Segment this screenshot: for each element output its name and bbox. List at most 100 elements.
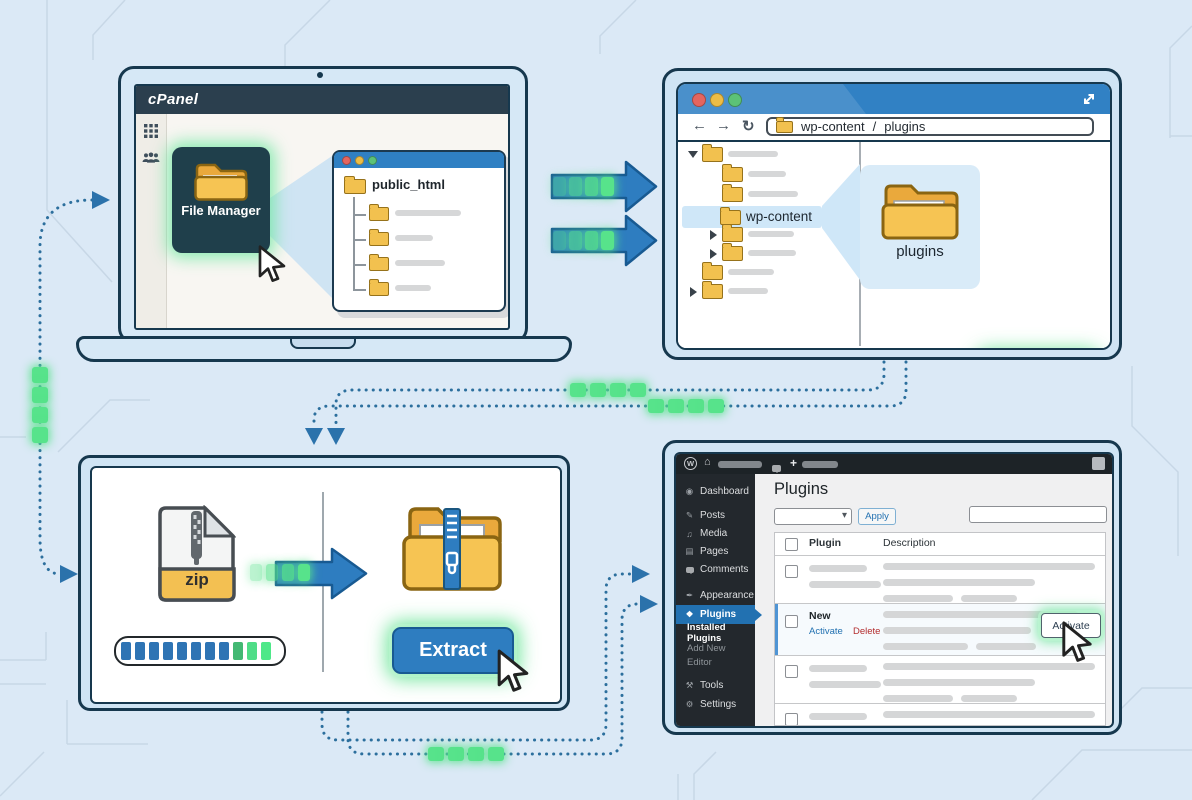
data-dash	[569, 177, 582, 196]
sidebar-item-comments[interactable]: Comments	[676, 560, 755, 579]
apply-button-label: Apply	[865, 511, 889, 522]
placeholder-bar	[809, 665, 867, 672]
sidebar-subitem-add-new[interactable]: Add New	[676, 641, 755, 655]
home-icon[interactable]: ⌂	[704, 456, 711, 468]
caret-right-icon[interactable]	[690, 287, 697, 297]
folder-icon[interactable]	[368, 278, 389, 296]
data-dash	[298, 564, 310, 581]
tools-icon: ⚒	[685, 680, 694, 690]
back-icon[interactable]: ←	[692, 117, 707, 134]
traffic-light-green[interactable]	[728, 93, 742, 107]
subitem-label: Editor	[687, 656, 712, 668]
connector-left	[38, 198, 94, 576]
folder-icon[interactable]	[368, 228, 389, 246]
traffic-light-red[interactable]	[342, 156, 351, 165]
row-checkbox[interactable]	[785, 665, 798, 678]
cpanel-header: cPanel	[136, 86, 508, 114]
cpanel-screen: cPanel	[134, 84, 510, 330]
avatar[interactable]	[1092, 457, 1105, 470]
sidebar-item-plugins[interactable]: ❖ Plugins	[676, 605, 762, 624]
users-icon[interactable]	[142, 152, 160, 165]
sidebar-item-pages[interactable]: ▤ Pages	[676, 542, 755, 561]
folder-icon[interactable]	[368, 253, 389, 271]
chevron-down-icon: ▾	[841, 510, 847, 521]
data-dash	[585, 177, 598, 196]
data-dash	[668, 399, 684, 413]
traffic-light-green[interactable]	[368, 156, 377, 165]
placeholder-bar	[809, 713, 867, 720]
sidebar-item-settings[interactable]: ⚙ Settings	[676, 695, 755, 714]
data-dash	[428, 747, 444, 761]
placeholder-bar	[883, 579, 1035, 586]
comments-icon[interactable]	[772, 465, 781, 473]
delete-link[interactable]: Delete	[853, 626, 881, 637]
tree-row-selected[interactable]	[682, 206, 822, 228]
apply-button[interactable]: Apply	[858, 508, 896, 525]
folder-icon[interactable]	[721, 183, 743, 202]
caret-right-icon[interactable]	[710, 230, 717, 240]
sidebar-item-dashboard[interactable]: ◉ Dashboard	[676, 482, 755, 501]
root-folder-label[interactable]: public_html	[372, 177, 445, 192]
row-divider	[775, 555, 1105, 556]
placeholder-bar	[395, 285, 431, 291]
apps-grid-icon[interactable]	[144, 124, 158, 138]
folder-icon[interactable]	[368, 203, 389, 221]
caret-down-icon[interactable]	[688, 151, 698, 158]
search-input[interactable]	[969, 506, 1107, 523]
new-menu-bar[interactable]	[802, 461, 838, 468]
fm-content: wp-content plugins	[678, 142, 1110, 348]
placeholder-bar	[748, 231, 794, 237]
site-name-bar[interactable]	[718, 461, 762, 468]
traffic-light-yellow[interactable]	[710, 93, 724, 107]
folder-icon[interactable]	[701, 261, 723, 280]
extract-button[interactable]: Extract	[392, 627, 514, 674]
sidebar-item-label: Posts	[700, 510, 726, 521]
sidebar-item-posts[interactable]: ✎ Posts	[676, 506, 755, 525]
selected-folder-label[interactable]: wp-content	[746, 209, 813, 224]
zipped-folder-icon	[402, 507, 502, 591]
folder-icon[interactable]	[701, 280, 723, 299]
row-checkbox[interactable]	[785, 565, 798, 578]
row-checkbox[interactable]	[785, 713, 798, 725]
wp-admin-window: W ⌂ + ◉ Dashboard ✎ Posts ♫ Media ▤	[674, 452, 1114, 728]
browser-tab-shape	[678, 84, 866, 114]
file-manager-tile[interactable]: File Manager	[172, 147, 270, 253]
connector-extract-to-wp-2	[346, 602, 642, 756]
expand-icon[interactable]	[1082, 92, 1096, 106]
address-path-folder: wp-content	[801, 119, 865, 134]
data-dash	[601, 231, 614, 250]
folder-icon[interactable]	[343, 175, 366, 194]
tree-trunk-line	[353, 197, 355, 290]
select-all-checkbox[interactable]	[785, 538, 798, 551]
folder-icon[interactable]	[701, 143, 723, 162]
sidebar-subitem-editor[interactable]: Editor	[676, 655, 755, 669]
forward-icon[interactable]: →	[716, 117, 731, 134]
sidebar-item-label: Settings	[700, 699, 737, 710]
sidebar-item-label: Comments	[700, 564, 749, 575]
sidebar-item-media[interactable]: ♫ Media	[676, 524, 755, 543]
placeholder-bar	[883, 643, 968, 650]
new-menu-plus-icon[interactable]: +	[790, 456, 798, 470]
sidebar-item-tools[interactable]: ⚒ Tools	[676, 676, 755, 695]
folder-icon[interactable]	[721, 242, 743, 261]
caret-right-icon[interactable]	[710, 249, 717, 259]
progress-segment	[205, 642, 215, 660]
bulk-actions-select[interactable]: ▾	[774, 508, 852, 525]
address-bar[interactable]: wp-content / plugins	[766, 117, 1094, 136]
activate-button-label: Activate	[1052, 619, 1090, 632]
sidebar-item-appearance[interactable]: ✒ Appearance	[676, 586, 755, 605]
sidebar-subitem-installed-plugins[interactable]: Installed Plugins	[676, 622, 755, 644]
row-checkbox[interactable]	[785, 615, 798, 628]
folder-icon[interactable]	[721, 223, 743, 242]
refresh-icon[interactable]: ↻	[742, 118, 755, 135]
extract-button-label: Extract	[419, 639, 487, 661]
traffic-light-yellow[interactable]	[355, 156, 364, 165]
row-accent	[775, 603, 778, 655]
activate-link[interactable]: Activate	[809, 626, 843, 637]
row-divider	[775, 654, 1105, 656]
plugins-folder-tile[interactable]: plugins	[860, 165, 980, 289]
wordpress-logo-icon[interactable]: W	[684, 457, 697, 470]
traffic-light-red[interactable]	[692, 93, 706, 107]
folder-icon[interactable]	[721, 163, 743, 182]
media-icon: ♫	[686, 528, 693, 539]
